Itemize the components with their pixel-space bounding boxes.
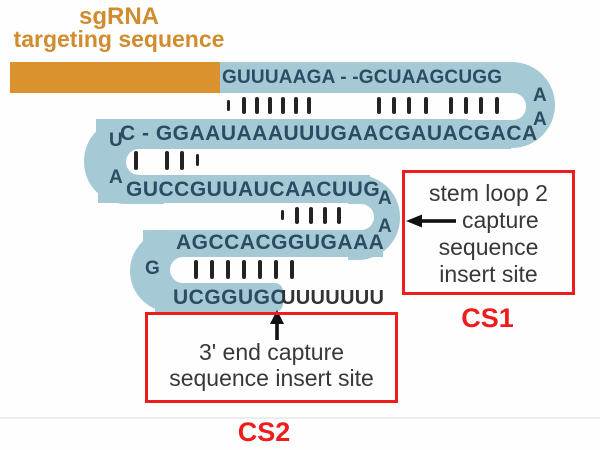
title-line1: sgRNA [78,3,159,30]
base-pair-tick [479,97,483,114]
base-pair-tick [134,151,138,170]
ribbon-band-2 [96,119,511,149]
base-pair-tick [258,260,262,279]
base-pair-tick [323,207,327,224]
base-pair-tick [281,97,285,114]
sgrna-targeting-sequence-title: sgRNA targeting sequence [0,3,238,52]
base-pair-tick [242,97,246,114]
base-pair-tick [255,97,259,114]
cs2-label: CS2 [237,417,291,447]
loop2-a: A [109,167,123,188]
loop1-a-top: A [533,85,547,106]
poly-u-tail: UUUUUUU [281,287,385,309]
base-pair-tick [194,260,198,279]
cs1-annotation-box: stem loop 2 capture sequence insert site [402,170,575,295]
sequence-row-4: AGCCACGGUGAAA [176,231,385,254]
loop1-a-bottom: A [533,109,547,130]
sequence-row-5: UCGGUGC [173,286,287,309]
loop2-u: U [109,130,123,151]
base-pair-tick [307,97,311,114]
ribbon-band-1 [218,62,508,93]
divider-line [0,417,600,419]
left-arrow-icon [406,214,456,227]
title-line2: targeting sequence [13,26,225,52]
base-pair-tick [196,154,199,166]
cs1-line1: stem loop 2 [429,180,548,206]
base-pair-tick [290,260,294,279]
cs2-line2: sequence insert site [169,365,374,391]
base-pair-tick [407,97,411,114]
loop3-a-bottom: A [378,216,392,237]
loop4-g: G [145,258,160,279]
base-pair-tick [464,97,468,114]
base-pair-tick [449,97,453,114]
cs2-annotation-box: 3' end capture sequence insert site [145,312,398,403]
base-pair-tick [165,151,169,170]
base-pair-tick [495,97,499,114]
base-pair-tick [337,207,341,224]
cs1-line2: capture [462,207,539,233]
sequence-row-2: C - GGAAUAAAUUUGAACGAUACGACA [120,122,538,145]
ribbon-band-3 [98,175,370,203]
ribbon-band-5 [155,283,283,312]
loop3-a-top: A [378,188,392,209]
targeting-sequence-bar [10,62,220,93]
ribbon-notch-3 [338,204,374,230]
base-pair-tick [242,260,246,279]
cs1-line3: sequence [438,234,539,260]
base-pair-tick [294,97,298,114]
cs1-line4: insert site [439,261,538,287]
sequence-row-3: GUCCGUUAUCAACUUG [126,178,381,201]
cs2-line1: 3' end capture [198,339,345,365]
base-pair-tick [392,97,396,114]
base-pair-tick [226,260,230,279]
base-pair-tick [281,210,284,220]
sequence-row-1: GUUUAAGA - -GCUAAGCUGG [222,67,503,88]
base-pair-tick [274,260,278,279]
base-pair-tick [227,100,230,111]
base-pair-tick [210,260,214,279]
base-pair-tick [424,97,428,114]
base-pair-tick [377,97,381,114]
base-pair-tick [268,97,272,114]
base-pair-tick [180,151,184,170]
cs1-label: CS1 [461,303,514,333]
base-pair-tick [309,207,313,224]
up-arrow-icon [270,310,284,340]
base-pair-tick [295,207,299,224]
